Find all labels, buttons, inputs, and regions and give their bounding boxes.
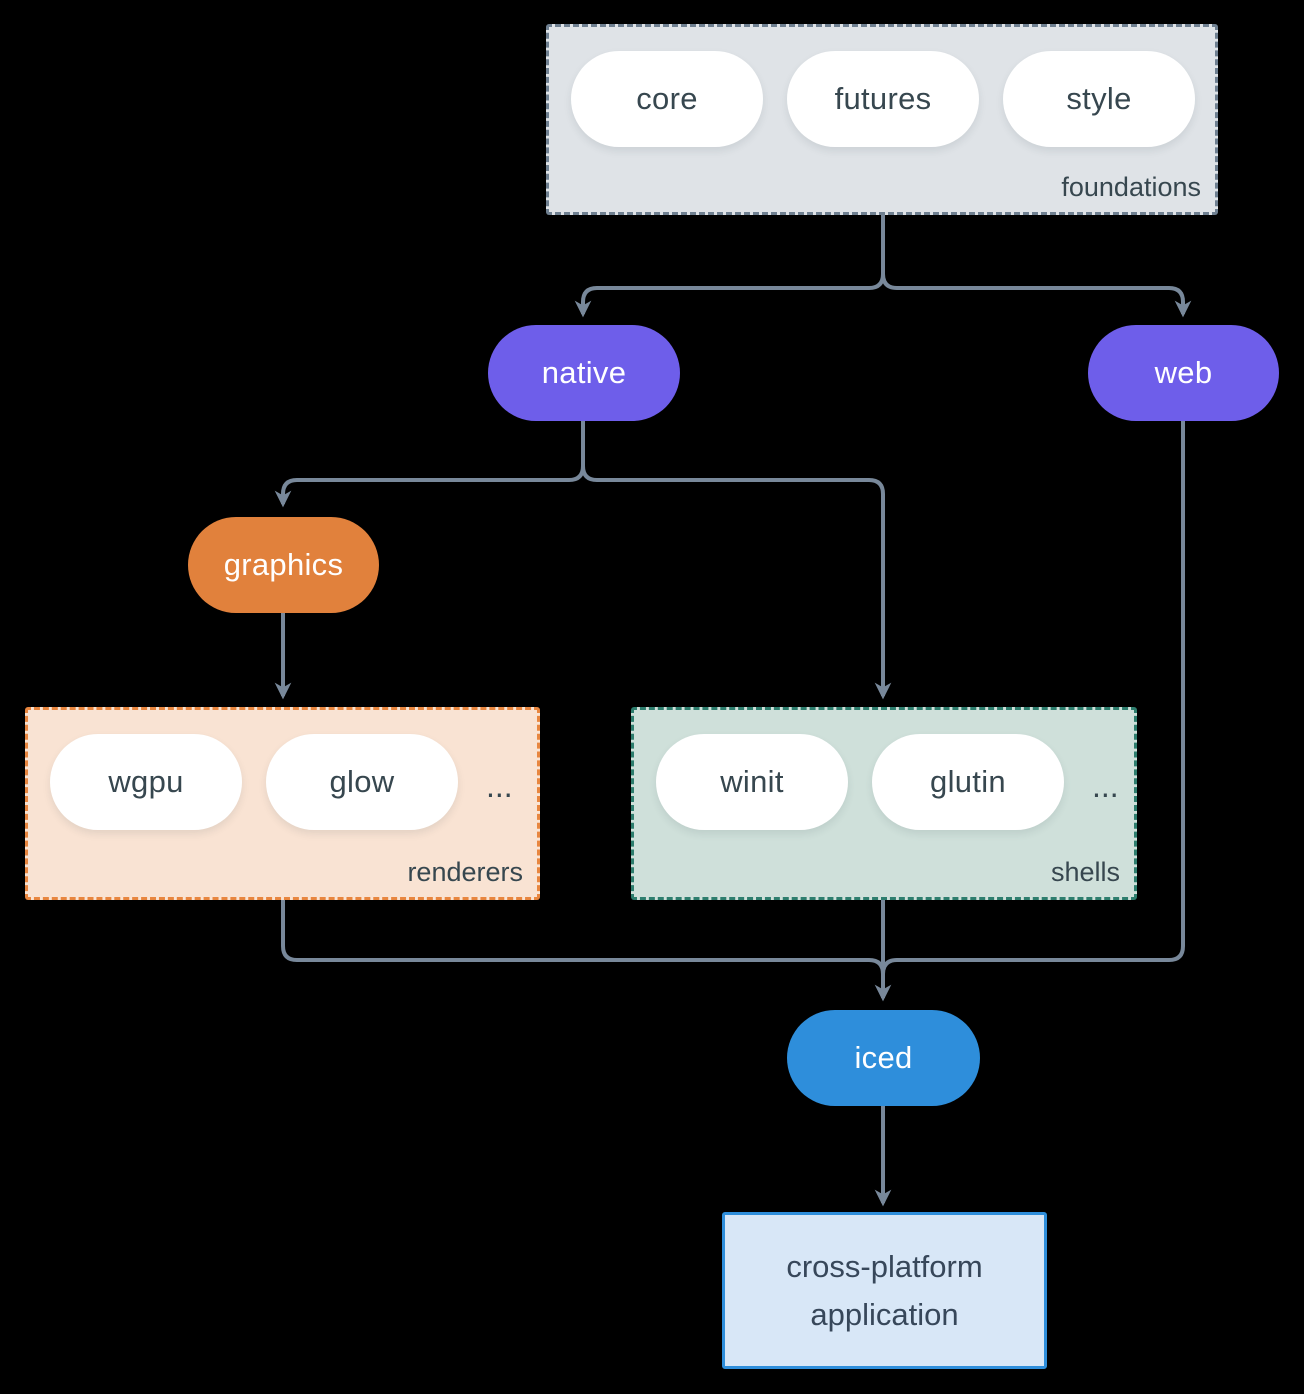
- node-graphics: graphics: [188, 517, 379, 613]
- connector-renderers-to-iced: [281, 900, 885, 975]
- node-cross-platform-application: cross-platform application: [722, 1212, 1047, 1369]
- shells-pill-row: winit glutin ...: [634, 710, 1134, 830]
- node-web: web: [1088, 325, 1279, 421]
- node-wgpu: wgpu: [50, 734, 242, 830]
- connector-native-to-graphics: [274, 421, 585, 508]
- shells-ellipsis: ...: [1092, 767, 1119, 804]
- node-style: style: [1003, 51, 1195, 147]
- renderers-pill-row: wgpu glow ...: [28, 710, 537, 830]
- node-glutin: glutin: [872, 734, 1064, 830]
- node-core: core: [571, 51, 763, 147]
- foundations-pill-row: core futures style: [549, 27, 1215, 147]
- connector-foundations-to-native: [574, 215, 885, 318]
- connector-foundations-to-web: [881, 273, 1192, 318]
- group-shells: winit glutin ... shells: [631, 707, 1137, 900]
- renderers-label: renderers: [407, 857, 523, 887]
- renderers-ellipsis: ...: [486, 767, 513, 804]
- node-native: native: [488, 325, 680, 421]
- node-futures: futures: [787, 51, 979, 147]
- shells-label: shells: [1050, 857, 1120, 887]
- application-label-line1: cross-platform: [786, 1248, 983, 1284]
- foundations-label: foundations: [1061, 172, 1201, 202]
- node-iced: iced: [787, 1010, 980, 1106]
- connector-native-to-shells: [581, 465, 892, 700]
- group-foundations: core futures style foundations: [546, 24, 1218, 215]
- application-label-line2: application: [810, 1296, 959, 1332]
- node-winit: winit: [656, 734, 848, 830]
- group-renderers: wgpu glow ... renderers: [25, 707, 540, 900]
- node-glow: glow: [266, 734, 458, 830]
